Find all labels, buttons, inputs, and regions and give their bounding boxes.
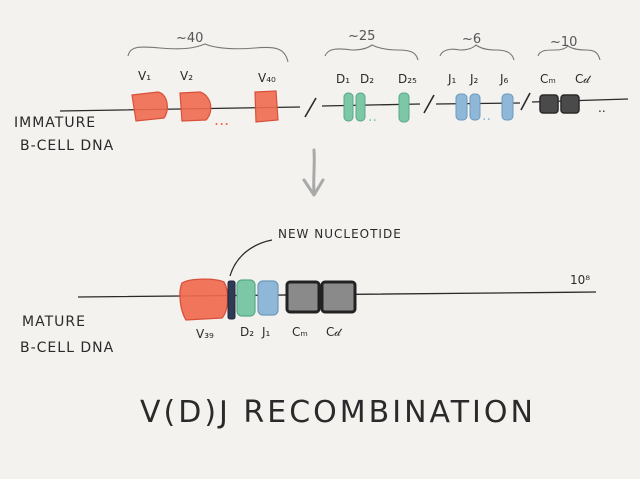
annotation-pointer — [229, 239, 273, 277]
d-group-count: ~25 — [348, 29, 375, 44]
brace-j-group — [439, 44, 515, 61]
label-cm: Cₘ — [292, 325, 308, 339]
segment-v2 — [179, 91, 212, 122]
immature-label-line1: IMMATURE — [14, 115, 96, 131]
segment-cd — [560, 94, 580, 114]
segment-v39 — [179, 278, 229, 321]
brace-c-group — [537, 45, 601, 61]
label-cd: C𝒹 — [575, 72, 591, 86]
v-group-count: ~40 — [176, 31, 203, 46]
segment-cm — [285, 280, 321, 314]
label-v1: V₁ — [138, 69, 151, 83]
c-ellipsis: .. — [598, 101, 606, 115]
label-v2: V₂ — [180, 69, 193, 83]
break-slash — [304, 97, 317, 118]
segment-j6 — [501, 93, 514, 121]
mature-dna: NEW NUCLEOTIDE 10⁸ V₃₉ D₂ J₁ Cₘ C𝒹 MATUR… — [20, 227, 597, 356]
segment-cm — [539, 94, 559, 114]
v-ellipsis: ... — [214, 110, 229, 129]
label-j2: J₂ — [469, 72, 479, 86]
segment-j1 — [257, 280, 279, 316]
segment-d1 — [343, 92, 354, 122]
segment-d2 — [355, 92, 366, 122]
immature-dna: ~40 ~25 ~6 ~10 V₁ V₂ V₄₀ D₁ D₂ D₂₅ J₁ J₂… — [14, 29, 629, 154]
label-d25: D₂₅ — [398, 72, 417, 86]
label-j6: J₆ — [499, 72, 509, 86]
immature-dna-line — [59, 98, 629, 112]
j-group-count: ~6 — [462, 32, 481, 47]
break-slash — [520, 92, 531, 111]
label-v40: V₄₀ — [258, 71, 276, 85]
mature-label-line2: B-CELL DNA — [20, 340, 114, 356]
diagram-title: V(D)J RECOMBINATION — [140, 395, 536, 430]
immature-label-line2: B-CELL DNA — [20, 138, 114, 154]
label-j1: J₁ — [447, 72, 457, 86]
length-label: 10⁸ — [570, 273, 590, 287]
mature-label-line1: MATURE — [22, 314, 86, 330]
brace-v-group — [127, 43, 289, 63]
transform-arrow — [302, 148, 325, 197]
c-group-count: ~10 — [550, 35, 577, 50]
break-slash — [423, 94, 435, 114]
label-d2: D₂ — [360, 72, 374, 86]
segment-j1 — [455, 93, 468, 121]
brace-d-group — [324, 44, 419, 61]
label-d1: D₁ — [336, 72, 350, 86]
label-d2: D₂ — [240, 325, 254, 339]
new-nucleotide-annotation: NEW NUCLEOTIDE — [278, 227, 402, 241]
label-j1: J₁ — [261, 325, 271, 339]
segment-d25 — [398, 92, 410, 123]
segment-new-nucleotide — [227, 280, 236, 320]
segment-d2 — [236, 279, 256, 317]
d-ellipsis: .. — [368, 109, 377, 125]
label-cm: Cₘ — [540, 72, 556, 86]
segment-cd — [320, 280, 357, 314]
segment-j2 — [469, 93, 481, 121]
segment-v40 — [254, 90, 279, 123]
segment-v1 — [131, 91, 168, 122]
label-v39: V₃₉ — [196, 327, 214, 341]
label-cd: C𝒹 — [326, 325, 342, 339]
j-ellipsis: .. — [482, 108, 491, 124]
